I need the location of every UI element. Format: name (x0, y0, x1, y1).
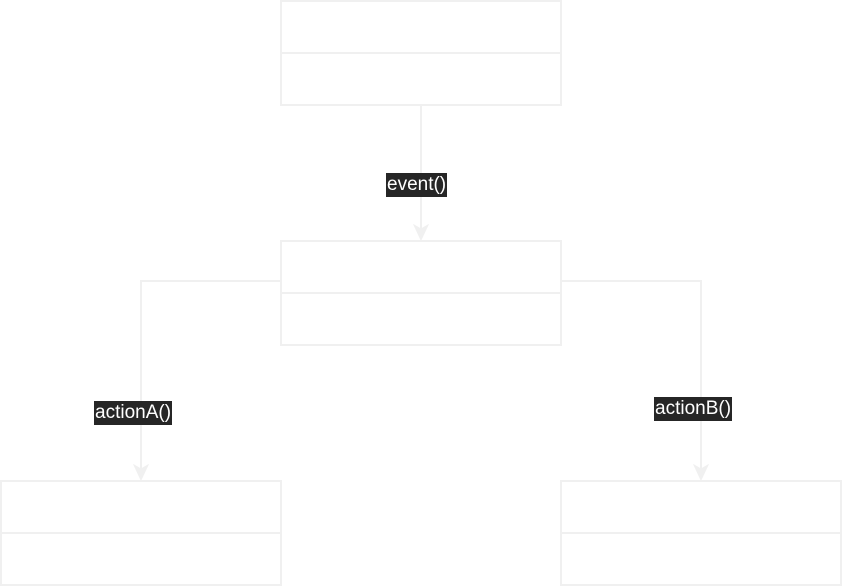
state-box-left[interactable] (0, 480, 282, 586)
box-divider (282, 292, 560, 294)
edge-actionA-line (140, 280, 280, 474)
edge-label-event: event() (386, 173, 448, 197)
edge-actionA-arrowhead-icon (132, 463, 150, 482)
edge-label-actionA: actionA() (94, 401, 173, 425)
state-box-top[interactable] (280, 0, 562, 106)
box-divider (562, 532, 840, 534)
state-box-right[interactable] (560, 480, 842, 586)
edge-event-arrowhead-icon (412, 223, 430, 242)
box-divider (282, 52, 560, 54)
state-box-middle[interactable] (280, 240, 562, 346)
box-divider (2, 532, 280, 534)
edge-actionB-line (562, 280, 702, 474)
edge-label-actionB: actionB() (654, 397, 733, 421)
edge-actionB-arrowhead-icon (692, 463, 710, 482)
